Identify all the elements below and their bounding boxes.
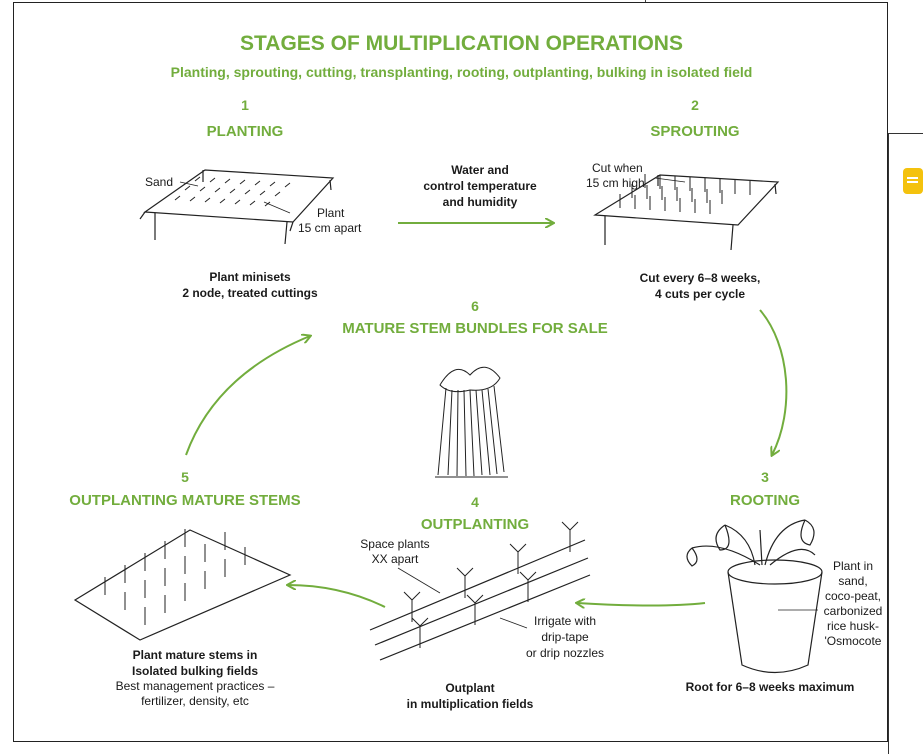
arrow-4-to-5 — [288, 585, 386, 608]
stage-1-number: 1 — [241, 97, 249, 113]
stage-3-number: 3 — [761, 469, 769, 485]
window-edge — [645, 0, 923, 3]
stage-5-caption-2: Isolated bulking fields — [131, 664, 259, 678]
stage-2-title: SPROUTING — [650, 123, 740, 140]
bulking-field-illustration — [73, 529, 292, 641]
label-plant-spacing: 15 cm apart — [298, 221, 362, 235]
rooting-medium-1: Plant in — [832, 559, 874, 573]
outplanting-field-illustration — [369, 521, 591, 661]
side-panel — [888, 133, 923, 754]
label-sand: Sand — [145, 175, 174, 189]
transition-line-3: and humidity — [442, 195, 518, 209]
arrow-5-to-6 — [185, 336, 310, 456]
diagram-illustrations — [73, 169, 823, 674]
planting-bed-illustration — [139, 169, 335, 245]
rooting-medium-3: coco-peat, — [824, 589, 882, 603]
rooting-medium-2: sand, — [838, 574, 868, 588]
stage-4-caption-1: Outplant — [445, 681, 495, 695]
stage-4-title: OUTPLANTING — [420, 516, 530, 533]
stage-5-caption-1: Plant mature stems in — [132, 648, 258, 662]
transition-line-2: control temperature — [423, 179, 537, 193]
label-space-plants: Space plants — [360, 537, 430, 551]
rooting-medium-5: rice husk- — [826, 619, 879, 633]
rooting-medium-6: 'Osmocote — [824, 634, 882, 648]
arrow-2-to-3 — [759, 309, 788, 455]
stage-6-number: 6 — [471, 298, 479, 314]
arrow-3-to-4 — [577, 603, 706, 606]
stage-5-note-2: fertilizer, density, etc — [141, 694, 249, 708]
stage-2-number: 2 — [691, 97, 699, 113]
rooting-medium-4: carbonized — [823, 604, 883, 618]
label-plant: Plant — [317, 206, 345, 220]
stage-4-number: 4 — [471, 494, 479, 510]
label-cut-height: 15 cm high — [586, 176, 645, 190]
stage-3-caption: Root for 6–8 weeks maximum — [685, 680, 855, 694]
stage-1-caption-2: 2 node, treated cuttings — [182, 286, 318, 300]
comment-icon[interactable] — [903, 168, 923, 194]
label-irrigate-2: drip-tape — [541, 630, 589, 644]
sprouting-bed-illustration — [593, 174, 780, 251]
label-cut-when: Cut when — [592, 161, 643, 175]
rooting-pot-illustration — [686, 519, 823, 674]
stem-bundle-illustration — [435, 366, 508, 478]
stage-2-caption-2: 4 cuts per cycle — [654, 287, 746, 301]
transition-line-1: Water and — [451, 163, 509, 177]
stage-6-title: MATURE STEM BUNDLES FOR SALE — [342, 320, 608, 337]
stage-4-caption-2: in multiplication fields — [406, 697, 534, 711]
stage-5-number: 5 — [181, 469, 189, 485]
stage-1-title: PLANTING — [206, 123, 284, 140]
diagram-title: STAGES OF MULTIPLICATION OPERATIONS — [240, 32, 683, 55]
label-irrigate-1: Irrigate with — [533, 614, 597, 628]
label-space-distance: XX apart — [371, 552, 419, 566]
diagram-subtitle: Planting, sprouting, cutting, transplant… — [170, 64, 753, 80]
stage-5-title: OUTPLANTING MATURE STEMS — [69, 492, 301, 509]
stage-1-caption-1: Plant minisets — [209, 270, 291, 284]
label-irrigate-3: or drip nozzles — [525, 646, 605, 660]
stage-3-title: ROOTING — [730, 492, 800, 509]
stage-2-caption-1: Cut every 6–8 weeks, — [639, 271, 761, 285]
stage-5-note-1: Best management practices – — [115, 679, 275, 693]
